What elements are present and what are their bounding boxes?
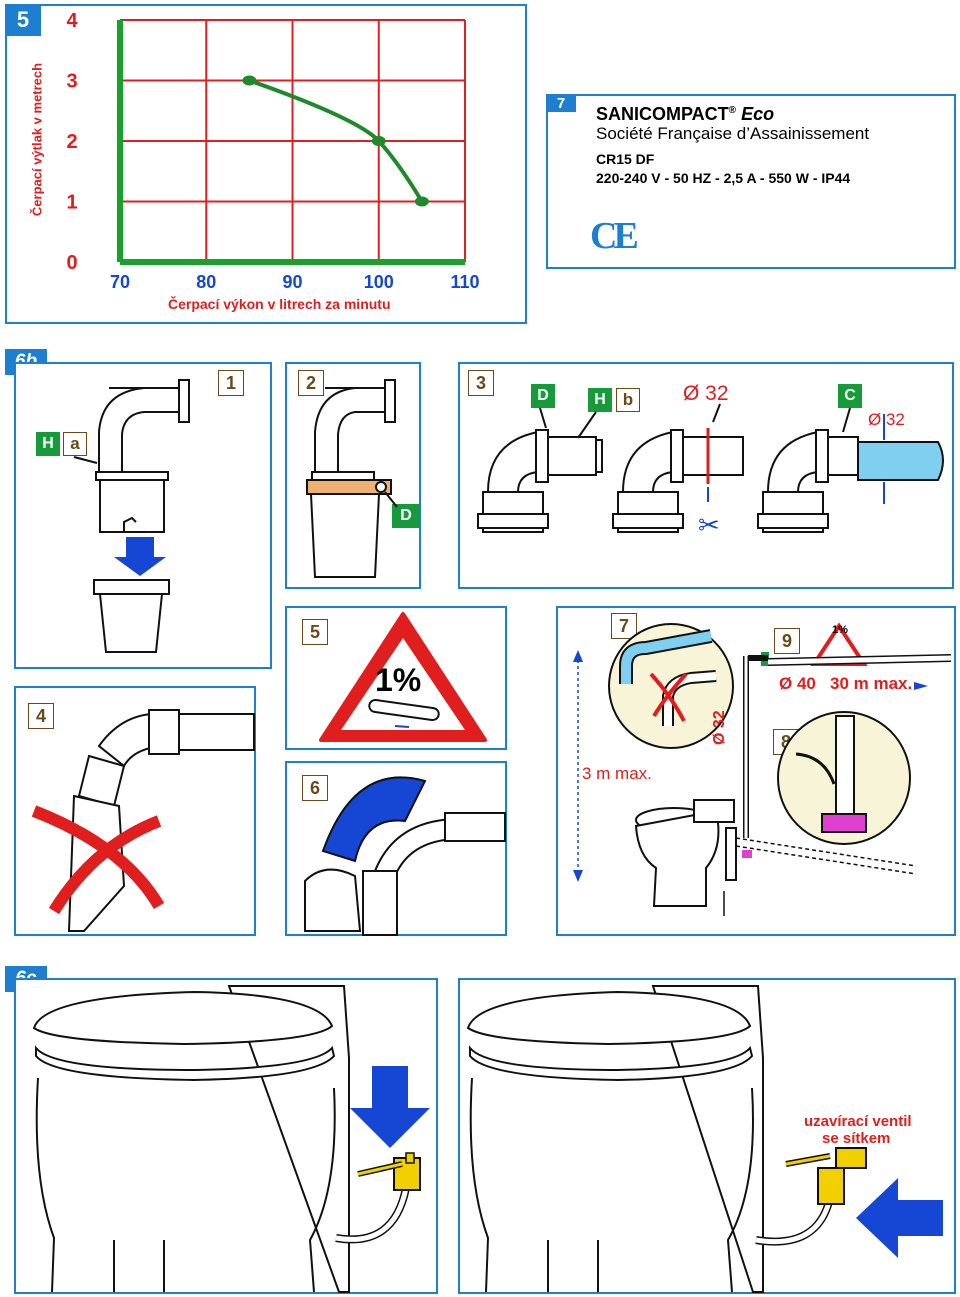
y-tick-label: 3 [66,71,77,93]
nameplate-brand-line: SANICOMPACT® Eco [596,104,774,125]
chart-xlabel: Čerpací výkon v litrech za minutu [168,296,391,312]
nameplate-panel [546,94,956,269]
cross-mark-2 [48,815,162,915]
label-h-panel1: H [36,432,60,456]
step-number-7: 7 [611,613,637,639]
slope-warning-sign [319,612,487,742]
pump-performance-chart: 70 80 90 100 110 0 1 2 3 4 [66,10,479,292]
label-b-panel3: b [616,388,640,412]
step-number-1: 1 [218,370,244,396]
step-number-9: 9 [774,628,800,654]
x-tick-label: 110 [450,272,479,292]
label-c-panel3: C [838,384,862,408]
gasket-fitting-drawing [304,776,506,936]
label-d-panel2: D [392,504,420,528]
step-number-5: 5 [302,619,328,645]
valve-caption-line2: se sítkem [822,1130,891,1147]
elbow-with-gasket-drawing [306,379,398,578]
elbow-upper [98,387,185,473]
vertical-diameter-label: Ø 32 [711,710,728,745]
magenta-socket [821,813,867,833]
shutoff-valve-filter [817,1167,845,1205]
chart-panel [5,4,527,324]
length-max-label: 30 m max. [830,674,913,693]
nameplate-number: 7 [546,94,576,112]
data-point [414,196,429,207]
wrong-installation-drawing [31,709,255,932]
y-tick-label: 2 [66,131,77,153]
data-point [371,136,386,146]
step-number-3: 3 [468,370,494,396]
height-max-label: 3 m max. [582,764,652,783]
slope-percent-label: 1% [375,662,422,698]
label-a-panel1: a [63,432,87,456]
nameplate-brand: SANICOMPACT [596,104,729,124]
x-tick-label: 80 [196,272,216,292]
x-tick-label: 70 [110,272,130,292]
nameplate-specs: 220-240 V - 50 HZ - 2,5 A - 550 W - IP44 [596,170,851,186]
blue-gasket [321,776,427,863]
y-tick-label: 0 [66,252,77,274]
label-h-panel3: H [588,388,612,412]
y-tick-label: 1 [66,192,77,214]
label-d-panel3: D [531,384,555,408]
pipe-32mm [857,441,944,481]
x-tick-label: 90 [282,272,302,292]
step-number-4: 4 [28,703,54,729]
ce-mark: CE [590,215,639,257]
valve-caption-line1: uzavírací ventil [804,1113,912,1130]
registered-mark: ® [728,105,737,116]
left-arrow-icon [856,1178,943,1258]
nameplate-model-word: Eco [741,104,775,124]
toilet-valve-drawing-right [466,985,943,1293]
down-arrow-icon-6c [350,1066,430,1148]
y-tick-label: 4 [66,10,78,32]
section-label-5: 5 [5,4,41,36]
installation-overview-drawing [573,622,952,916]
elbow-fitting-drawing-1 [73,379,190,653]
nameplate-type-code: CR15 DF [596,151,655,167]
step-number-6: 6 [302,775,328,801]
diameter-label-2: Ø 32 [868,410,905,429]
diameter-label-1: Ø 32 [683,382,729,405]
step-number-2: 2 [298,370,324,396]
toilet-valve-drawing-left [32,985,430,1293]
x-tick-label: 100 [364,272,394,292]
trim-adapter-drawing: ✂ [477,403,944,541]
nameplate-company: Société Française d’Assainissement [596,124,870,143]
down-arrow-icon [114,537,166,576]
horizontal-diameter-label: Ø 40 [779,674,816,693]
scissors-icon: ✂ [698,511,720,541]
mini-slope-label: 1% [832,624,848,636]
data-point [242,75,257,86]
